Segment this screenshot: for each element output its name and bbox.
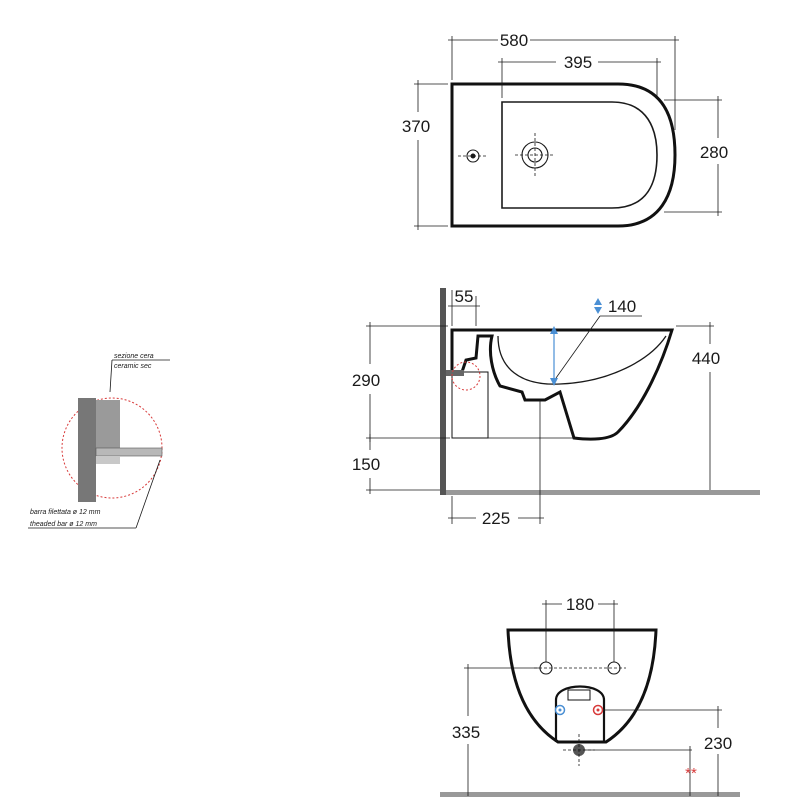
side-view: 55 140 290 150 440 225 xyxy=(352,287,760,528)
dim-depth: 370 xyxy=(402,117,430,136)
dim-140-arrow-down xyxy=(550,378,558,386)
rear-cavity xyxy=(554,685,606,742)
dim-fixing-offset: 225 xyxy=(482,509,510,528)
detail-marker-circle xyxy=(451,361,481,391)
detail-label-bar-it: barra filettata ø 12 mm xyxy=(30,509,101,516)
detail-bar-nut xyxy=(96,456,120,464)
height-adjust-icon-down xyxy=(594,307,602,314)
dim-body-height: 290 xyxy=(352,371,380,390)
detail-label-section-it: sezione cera xyxy=(114,353,154,360)
detail-wall xyxy=(78,398,96,502)
top-view-basin xyxy=(501,101,658,209)
detail-threaded-bar xyxy=(95,447,163,457)
detail-ceramic-section xyxy=(96,400,120,448)
detail-view: sezione cera ceramic sec barra filettata… xyxy=(28,353,170,529)
detail-label-bar-en: theaded bar ø 12 mm xyxy=(30,521,97,528)
rear-cavity-top xyxy=(567,689,591,701)
dim-140-arrow-up xyxy=(550,326,558,334)
hot-water-dot xyxy=(596,708,600,712)
dim-overall-width: 580 xyxy=(500,31,528,50)
dim-fixing-spacing: 180 xyxy=(566,595,594,614)
wall xyxy=(440,288,446,495)
cold-water-dot xyxy=(558,708,562,712)
top-view-outline xyxy=(450,82,677,228)
dim-inner-width: 395 xyxy=(564,53,592,72)
side-view-bowl xyxy=(497,335,667,385)
detail-leader-section xyxy=(109,359,113,393)
detail-leader-bar xyxy=(135,459,161,529)
fixing-bolt xyxy=(446,370,464,376)
detail-label-section-en: ceramic sec xyxy=(114,363,152,370)
floor xyxy=(446,490,760,495)
rear-floor xyxy=(440,792,740,797)
side-view-lower-body xyxy=(451,371,489,439)
dim-inner-depth: 280 xyxy=(700,143,728,162)
dim-spout-height: 140 xyxy=(608,297,636,316)
height-adjust-icon-up xyxy=(594,298,602,305)
dim-140-leader xyxy=(555,315,601,379)
dim-fixing-height: 335 xyxy=(452,723,480,742)
note-marker: ** xyxy=(685,765,697,782)
dim-floor-gap: 150 xyxy=(352,455,380,474)
dim-wall-offset: 55 xyxy=(455,287,474,306)
rear-view: 180 335 230 ** xyxy=(440,595,740,797)
top-view: 580 395 370 280 xyxy=(402,31,728,230)
dim-total-height: 440 xyxy=(692,349,720,368)
dim-supply-height: 230 xyxy=(704,734,732,753)
